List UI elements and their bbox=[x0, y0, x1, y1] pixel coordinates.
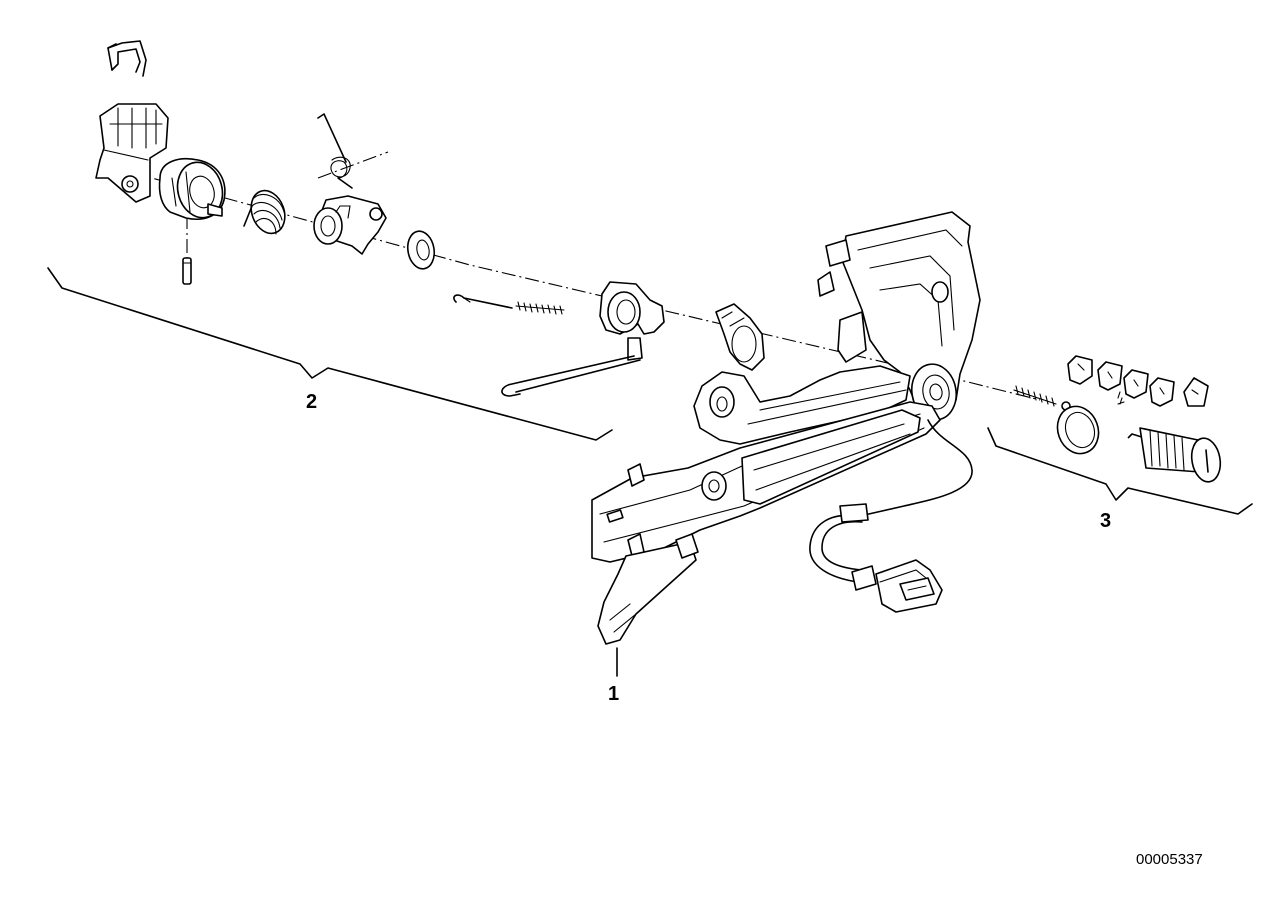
callout-1-label: 1 bbox=[608, 683, 619, 705]
compression-spring-small bbox=[515, 301, 565, 315]
guide-sleeve bbox=[715, 303, 765, 371]
wafer-1 bbox=[1067, 355, 1093, 385]
group-3-bracket bbox=[987, 427, 1253, 515]
wafer-2 bbox=[1097, 361, 1123, 391]
compression-spring-right bbox=[1013, 385, 1057, 407]
retaining-clip bbox=[107, 40, 147, 77]
coil-spring bbox=[243, 189, 286, 235]
handle-carrier bbox=[591, 211, 981, 645]
diagram-reference-number: 00005337 bbox=[1136, 851, 1203, 868]
wafer-3 bbox=[1123, 369, 1149, 399]
callout-3-label: 3 bbox=[1100, 510, 1111, 532]
wiring-harness bbox=[809, 419, 973, 591]
tumbler-spring-small bbox=[1117, 391, 1125, 405]
actuating-lever bbox=[501, 281, 665, 397]
roll-pin bbox=[182, 257, 192, 285]
lock-barrel bbox=[158, 158, 226, 220]
lock-cylinder bbox=[1127, 427, 1222, 483]
torsion-spring bbox=[317, 113, 353, 189]
electrical-connector bbox=[875, 559, 943, 613]
wafer-4 bbox=[1149, 377, 1175, 407]
wafer-5 bbox=[1183, 377, 1209, 407]
assembly-axis-left bbox=[107, 165, 1041, 401]
linkage-rod-short bbox=[453, 294, 513, 309]
tumbler-wafers bbox=[1067, 355, 1209, 407]
switch-housing bbox=[95, 103, 169, 203]
group-2-bracket bbox=[47, 267, 613, 441]
lock-washer bbox=[406, 230, 436, 270]
lever-plate bbox=[313, 195, 387, 255]
cylinder-cover-ring bbox=[1056, 405, 1100, 455]
assembly-axis-spring bbox=[317, 151, 389, 179]
callout-2-label: 2 bbox=[306, 391, 317, 413]
